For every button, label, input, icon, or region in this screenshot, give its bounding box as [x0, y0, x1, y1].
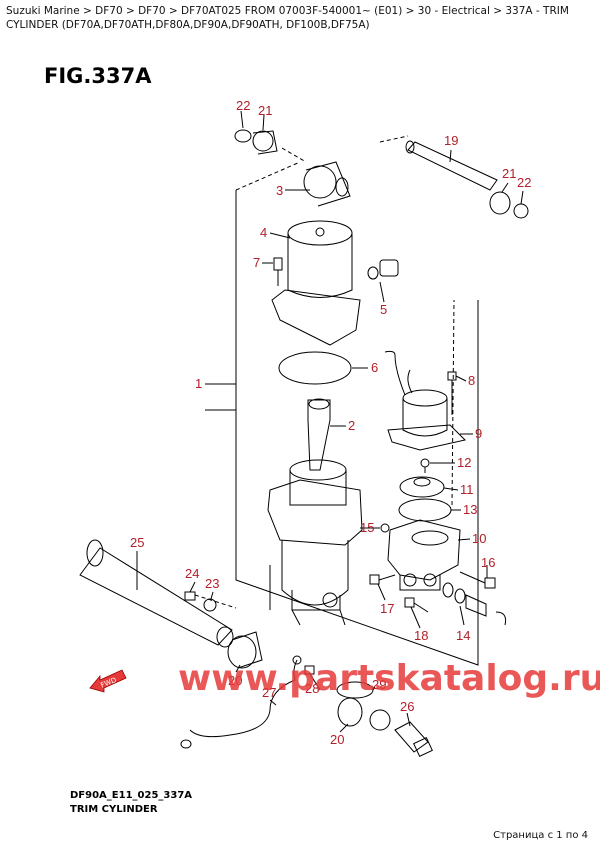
fwd-label: FWD [99, 676, 117, 690]
callout-8: 8 [468, 373, 475, 388]
callout-27: 27 [262, 685, 276, 700]
callout-22-left: 22 [236, 98, 250, 113]
part-2-rod [307, 398, 331, 471]
callout-7: 7 [253, 255, 260, 270]
callout-14: 14 [456, 628, 470, 643]
callout-2: 2 [348, 418, 355, 433]
part-20-bushing-upper [227, 631, 263, 669]
callout-16: 16 [481, 555, 495, 570]
part-11-gear [399, 476, 445, 498]
part-21-bushing [252, 130, 274, 152]
part-12-bolt [420, 458, 430, 468]
callout-23: 23 [205, 576, 219, 591]
callout-12: 12 [457, 455, 471, 470]
part-22-ring-right [513, 203, 529, 219]
part-10-pump [387, 519, 461, 591]
trim-cylinder-body [267, 459, 363, 611]
part-9-motor [384, 350, 466, 451]
part-3-bushing [303, 161, 351, 207]
part-25-shaft [79, 539, 234, 648]
callout-10: 10 [472, 531, 486, 546]
callout-20-lower: 20 [330, 732, 344, 747]
part-13-oring [398, 498, 452, 522]
callout-11: 11 [460, 482, 474, 497]
part-7-screw [273, 257, 283, 286]
callout-28: 28 [305, 681, 319, 696]
part-16-bolt [459, 571, 496, 589]
callout-29: 29 [372, 677, 386, 692]
part-23-washer [203, 598, 217, 612]
callout-6: 6 [371, 360, 378, 375]
watermark: www.partskatalog.ru [178, 658, 600, 699]
callout-22-right: 22 [517, 175, 531, 190]
callout-4: 4 [260, 225, 267, 240]
part-22-ring [234, 129, 252, 143]
breadcrumb: Suzuki Marine > DF70 > DF70 > DF70AT025 … [6, 5, 569, 31]
callout-18: 18 [414, 628, 428, 643]
callout-15: 15 [360, 520, 374, 535]
part-20-bushing-lower [337, 697, 363, 727]
callout-21-right: 21 [502, 166, 516, 181]
callout-3: 3 [276, 183, 283, 198]
callout-26: 26 [400, 699, 414, 714]
callout-1: 1 [195, 376, 202, 391]
part-8-screw [447, 371, 457, 415]
diagram-code: DF90A_E11_025_337A [70, 790, 193, 801]
part-15-oring [380, 523, 390, 533]
callout-20-upper: 20 [228, 673, 242, 688]
diagram-caption: TRIM CYLINDER [70, 804, 158, 815]
part-5-fitting [367, 259, 399, 280]
callout-17: 17 [380, 601, 394, 616]
callout-25: 25 [130, 535, 144, 550]
part-27-sensor-wire [180, 655, 302, 749]
callout-21-left: 21 [258, 103, 272, 118]
part-21-bushing-right [489, 191, 511, 215]
callout-5: 5 [380, 302, 387, 317]
part-4-motor [271, 220, 361, 346]
part-26-bolt [394, 721, 433, 757]
part-28-screw [304, 665, 315, 675]
part-19-pin [405, 140, 498, 191]
part-17-screw [369, 574, 396, 585]
callout-13: 13 [463, 502, 477, 517]
part-6-oring [278, 351, 352, 385]
callout-9: 9 [475, 426, 482, 441]
callout-19: 19 [444, 133, 458, 148]
part-29-ring-lower [369, 709, 391, 731]
figure-title: FIG.337A [44, 64, 152, 88]
part-14-valve [442, 582, 507, 626]
assembly-bracket [235, 190, 479, 666]
part-18-screw [404, 597, 429, 613]
part-24-bolt [184, 591, 196, 601]
fwd-arrow-icon: FWD [89, 669, 127, 693]
page-indicator: Страница с 1 по 4 [493, 830, 588, 841]
callout-24: 24 [185, 566, 199, 581]
